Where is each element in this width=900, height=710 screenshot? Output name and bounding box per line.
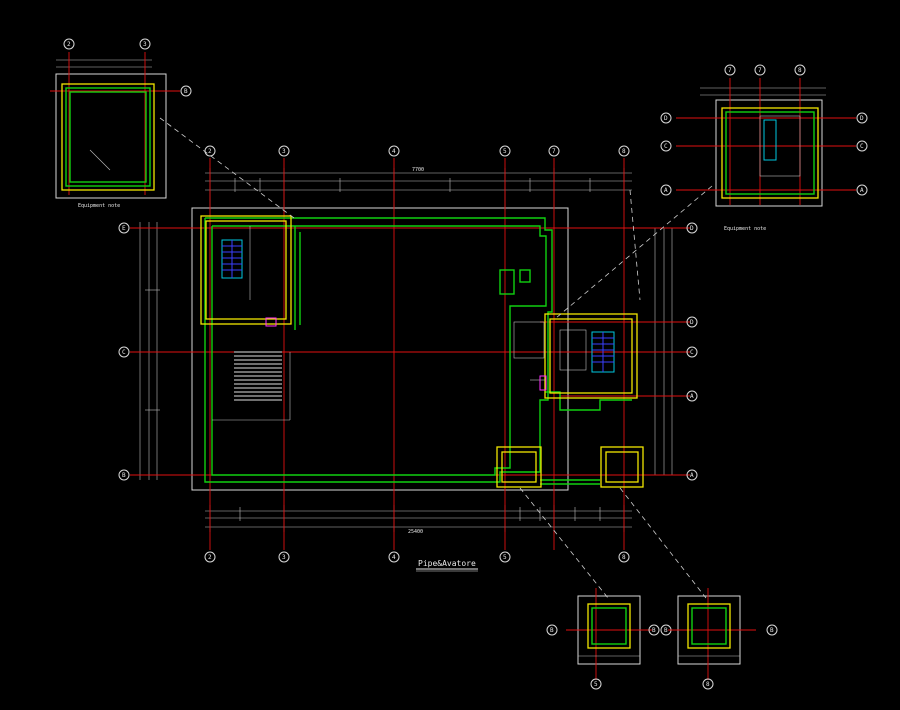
svg-text:D: D: [690, 225, 694, 232]
total-dimension-bottom: 25400: [408, 529, 423, 535]
interior-partitions: [212, 226, 587, 421]
detail-bottom-center: B B 5: [546, 588, 672, 690]
svg-text:A: A: [664, 187, 668, 194]
svg-text:8: 8: [622, 554, 626, 561]
drawing-title: Pipe&Avatore: [416, 559, 478, 572]
site-boundary: [191, 207, 569, 491]
svg-text:C: C: [664, 143, 668, 150]
svg-text:3: 3: [143, 41, 147, 48]
svg-text:4: 4: [392, 554, 396, 561]
svg-text:A: A: [690, 393, 694, 400]
svg-text:3: 3: [282, 148, 286, 155]
right-dimension-chain: [620, 227, 680, 476]
building-walls: [204, 217, 632, 485]
svg-text:A: A: [690, 472, 694, 479]
detail-bottom-right: B B 8: [648, 588, 778, 690]
entrance-steps: [234, 351, 282, 401]
axis-grid: [130, 158, 690, 550]
svg-text:8: 8: [706, 681, 710, 688]
svg-text:Equipment note: Equipment note: [724, 226, 766, 232]
svg-text:5: 5: [594, 681, 598, 688]
svg-text:2: 2: [67, 41, 71, 48]
svg-text:7: 7: [758, 67, 762, 74]
svg-text:B: B: [184, 88, 188, 95]
svg-text:Equipment note: Equipment note: [78, 203, 120, 209]
svg-text:B: B: [770, 627, 774, 634]
left-dimension-chain: [135, 222, 210, 480]
svg-text:B: B: [550, 627, 554, 634]
top-dimension-chain: 7700: [205, 167, 632, 210]
svg-text:8: 8: [798, 67, 802, 74]
svg-text:2: 2: [208, 554, 212, 561]
svg-text:B: B: [652, 627, 656, 634]
svg-text:A: A: [860, 187, 864, 194]
detail-top-left: 2 3 B Equipment note: [50, 38, 192, 209]
svg-text:2: 2: [208, 148, 212, 155]
svg-text:4: 4: [392, 148, 396, 155]
axis-bubbles: 2 3 4 5 7 8 2 3 4 5 8 E C B D D C A A: [118, 145, 698, 563]
total-dimension-top: 7700: [412, 167, 424, 173]
svg-text:C: C: [860, 143, 864, 150]
svg-text:B: B: [122, 472, 126, 479]
svg-text:C: C: [122, 349, 126, 356]
svg-text:3: 3: [282, 554, 286, 561]
svg-text:C: C: [690, 349, 694, 356]
magenta-fixtures: [265, 317, 547, 391]
svg-text:E: E: [122, 225, 126, 232]
bottom-dimension-chain: 25400: [205, 505, 632, 535]
svg-text:7: 7: [552, 148, 556, 155]
detail-top-right: 7 7 8 D C A D C A Equipment note: [660, 64, 868, 232]
stair-right: [591, 331, 615, 373]
svg-text:5: 5: [503, 554, 507, 561]
stair-left: [221, 239, 243, 279]
svg-text:D: D: [690, 319, 694, 326]
svg-text:D: D: [664, 115, 668, 122]
svg-text:D: D: [860, 115, 864, 122]
svg-text:8: 8: [622, 148, 626, 155]
structural-cores: [200, 215, 644, 488]
svg-text:Pipe&Avatore: Pipe&Avatore: [418, 559, 476, 568]
svg-text:B: B: [664, 627, 668, 634]
detail-leaders: [159, 117, 713, 599]
svg-text:5: 5: [503, 148, 507, 155]
svg-text:7: 7: [728, 67, 732, 74]
